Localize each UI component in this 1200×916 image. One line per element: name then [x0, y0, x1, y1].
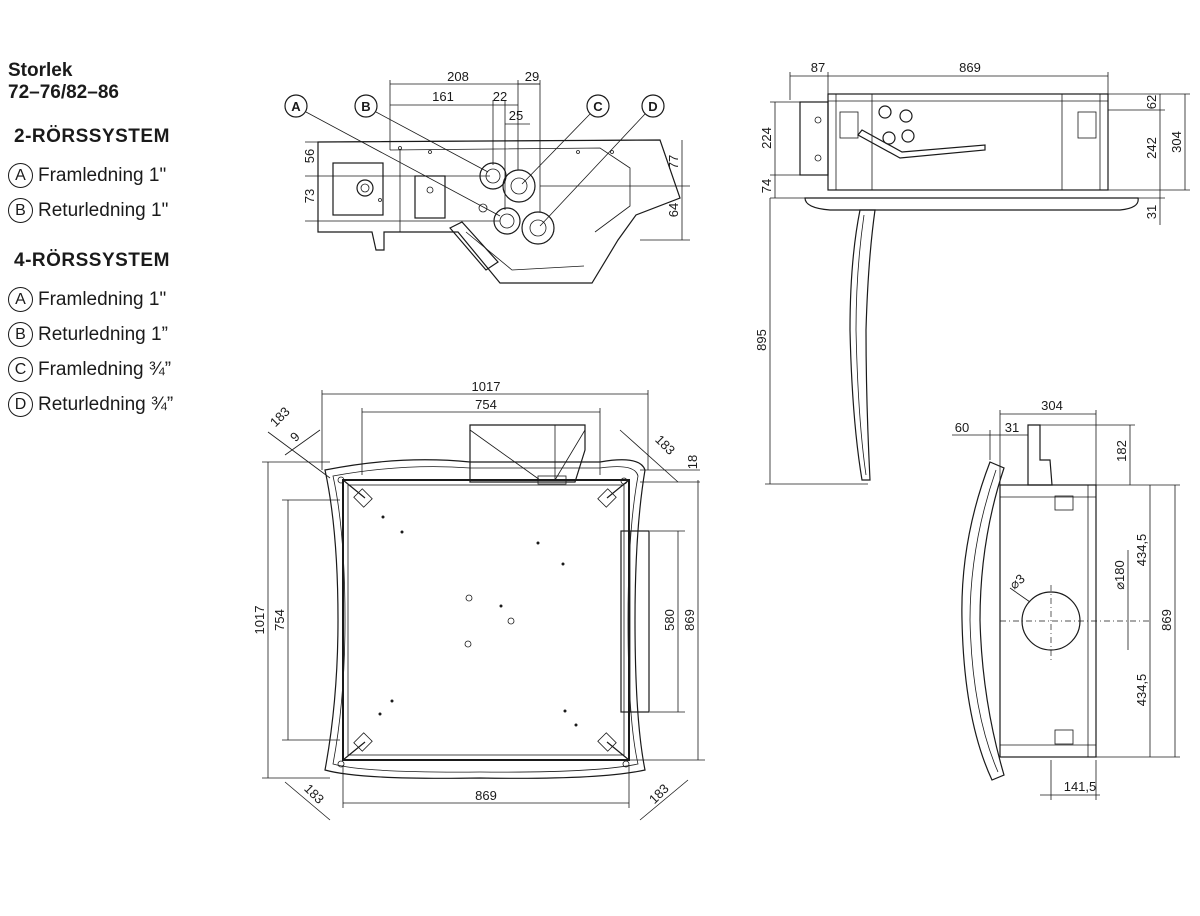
dim-dia-3: ⌀3: [1007, 571, 1028, 592]
dim-895: 895: [754, 329, 769, 351]
dim-64: 64: [666, 203, 681, 217]
letter-badge: A: [8, 163, 33, 188]
legend-label: Framledning ¾”: [38, 358, 172, 380]
dim-754-left: 754: [272, 609, 287, 631]
legend-item-4D: D Returledning ¾”: [8, 387, 248, 422]
legend-item-4A: A Framledning 1": [8, 282, 248, 317]
legend-label: Returledning ¾”: [38, 393, 174, 415]
system4-title: 4-RÖRSSYSTEM: [14, 250, 170, 271]
dim-869-bottom: 869: [475, 788, 497, 803]
dim-183-tl: 183: [267, 404, 293, 430]
letter-badge: A: [8, 287, 33, 312]
dim-56: 56: [302, 149, 317, 163]
callout-D: D: [648, 99, 657, 114]
callout-C: C: [593, 99, 603, 114]
dim-60: 60: [955, 420, 969, 435]
callout-A: A: [291, 99, 301, 114]
dim-18: 18: [685, 455, 700, 469]
legend-label: Framledning 1": [38, 288, 167, 310]
dim-22: 22: [493, 89, 507, 104]
dim-869-side: 869: [959, 60, 981, 75]
system2-title: 2-RÖRSSYSTEM: [14, 126, 170, 147]
legend-panel: Storlek 72–76/82–86 2-RÖRSSYSTEM A Framl…: [8, 60, 248, 422]
dim-31-section: 31: [1005, 420, 1019, 435]
legend-label: Returledning 1": [38, 199, 169, 221]
letter-badge: D: [8, 392, 33, 417]
dim-25: 25: [509, 108, 523, 123]
dim-183-tr: 183: [652, 432, 678, 458]
legend-label: Returledning 1”: [38, 323, 168, 345]
section-view: 304 60 31 182 434,5 434,5 869 ⌀180 ⌀3 14…: [952, 398, 1180, 800]
dim-183-bl: 183: [301, 781, 327, 807]
size-title-line1: Storlek: [8, 60, 73, 81]
letter-badge: B: [8, 322, 33, 347]
dim-74: 74: [759, 179, 774, 193]
dim-dia-180: ⌀180: [1112, 560, 1127, 590]
letter-badge: C: [8, 357, 33, 382]
dim-208: 208: [447, 69, 469, 84]
dim-304-section: 304: [1041, 398, 1063, 413]
legend-item-4C: C Framledning ¾”: [8, 352, 248, 387]
dim-580: 580: [662, 609, 677, 631]
side-elevation-view: 87 869 224 74 62 242 304 31 895: [754, 60, 1190, 485]
dim-62: 62: [1144, 95, 1159, 109]
dim-161: 161: [432, 89, 454, 104]
dim-754-top: 754: [475, 397, 497, 412]
dim-182: 182: [1114, 440, 1129, 462]
dim-77: 77: [666, 155, 681, 169]
dim-869-right: 869: [682, 609, 697, 631]
dim-31: 31: [1144, 205, 1159, 219]
size-title-line2: 72–76/82–86: [8, 82, 119, 103]
legend-item-2B: B Returledning 1": [8, 193, 248, 228]
dim-434-bottom: 434,5: [1134, 674, 1149, 707]
legend-item-2A: A Framledning 1": [8, 158, 248, 193]
letter-badge: B: [8, 198, 33, 223]
dim-242: 242: [1144, 137, 1159, 159]
dim-434-top: 434,5: [1134, 534, 1149, 567]
connection-detail-view: A B C D 208 29 161 22 25 56 73: [284, 69, 690, 284]
dim-1017-top: 1017: [472, 379, 501, 394]
legend-item-4B: B Returledning 1”: [8, 317, 248, 352]
dim-869-section: 869: [1159, 609, 1174, 631]
dim-1017-left: 1017: [252, 606, 267, 635]
dim-183-br: 183: [646, 781, 672, 807]
plan-view: 1017 754 183 9 183 18 1017 754 580 869: [252, 379, 705, 821]
dim-304: 304: [1169, 131, 1184, 153]
dim-87: 87: [811, 60, 825, 75]
callout-B: B: [361, 99, 370, 114]
dim-9: 9: [287, 429, 303, 445]
dim-224: 224: [759, 127, 774, 149]
legend-label: Framledning 1": [38, 164, 167, 186]
dim-29: 29: [525, 69, 539, 84]
dim-141: 141,5: [1064, 779, 1097, 794]
dim-73: 73: [302, 189, 317, 203]
